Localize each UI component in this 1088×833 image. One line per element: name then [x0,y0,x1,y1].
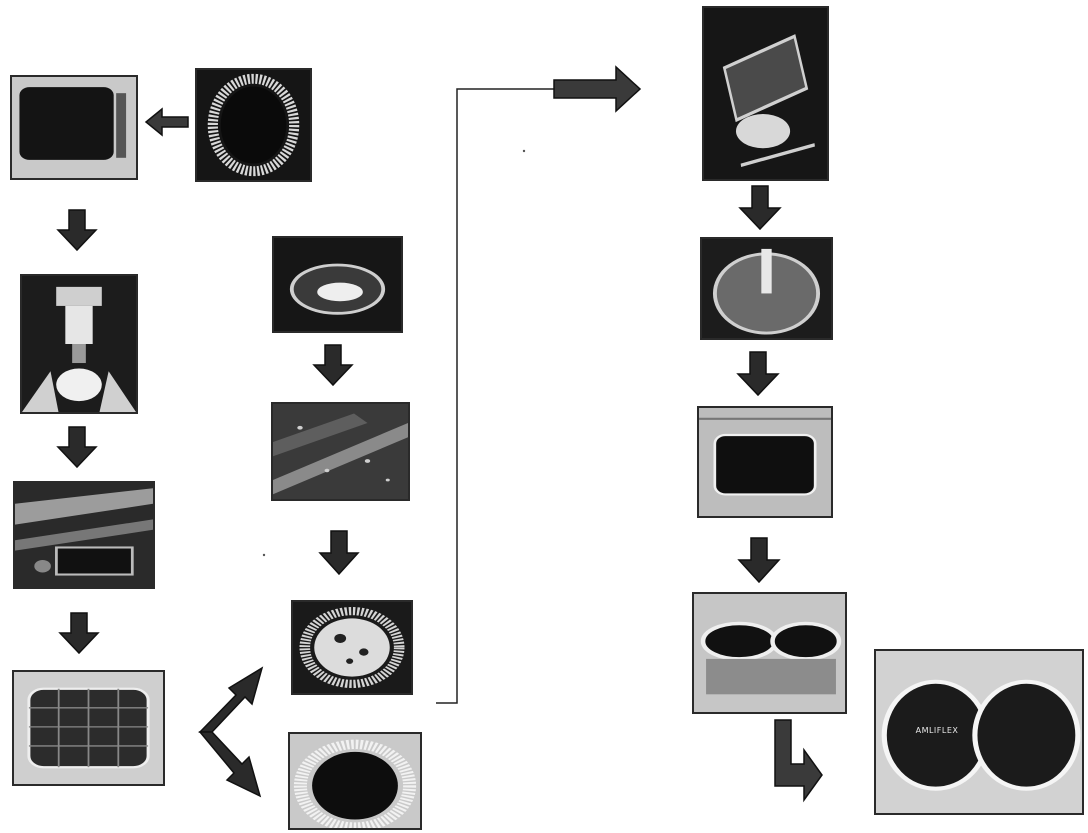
machine-photo [20,274,138,414]
apparatus-photo [702,6,829,181]
connector-line [436,89,556,703]
split-disc-icon [702,239,831,338]
disc-label-text: AMLIFLEX [892,726,982,735]
bowl-icon [274,238,401,331]
two-cups-icon [694,594,845,712]
oval-ring-icon [197,70,310,180]
arrow-tray-to-grid [60,613,98,653]
grid-tray-icon [14,672,163,784]
dark-ring-icon [290,734,420,828]
speck-mark [523,150,525,152]
tray-frame-icon [699,408,831,516]
two-cups-photo [692,592,847,714]
arrow-branch-up [200,668,262,732]
arrow-frame-to-cups [739,538,779,582]
texture-closeup-photo [271,402,410,501]
arrow-machine-to-tray [58,427,96,467]
arrow-branch-down [200,732,260,796]
dark-rectangle-icon [12,77,136,178]
apparatus-icon [704,8,827,179]
arrow-texture-to-ring [320,531,358,574]
arrow-apparatus-to-disc [740,186,780,229]
tray-closeup-photo [13,481,155,589]
grid-tray-photo [12,670,165,786]
bowl-mixture-photo [272,236,403,333]
textured-tray-icon [15,483,153,587]
split-disc-photo [700,237,833,340]
tray-in-frame-photo [697,406,833,518]
labeled-discs-photo: AMLIFLEX [874,649,1084,815]
dark-ring-photo [288,732,422,830]
arrow-to-apparatus [554,67,640,111]
gasket-ring-photo [195,68,312,182]
machine-icon [22,276,136,412]
arrow-cups-to-discs [775,720,822,800]
arrow-tile-to-machine [58,210,96,250]
arrow-gasket-to-tile [146,109,188,135]
ring-with-cracks-photo [291,600,413,695]
arrow-bowl-to-texture [314,345,352,385]
dark-tile-photo [10,75,138,180]
cracked-ring-icon [293,602,411,693]
texture-icon [273,404,408,499]
arrow-disc-to-frame [738,352,778,395]
speck-mark [263,554,265,556]
